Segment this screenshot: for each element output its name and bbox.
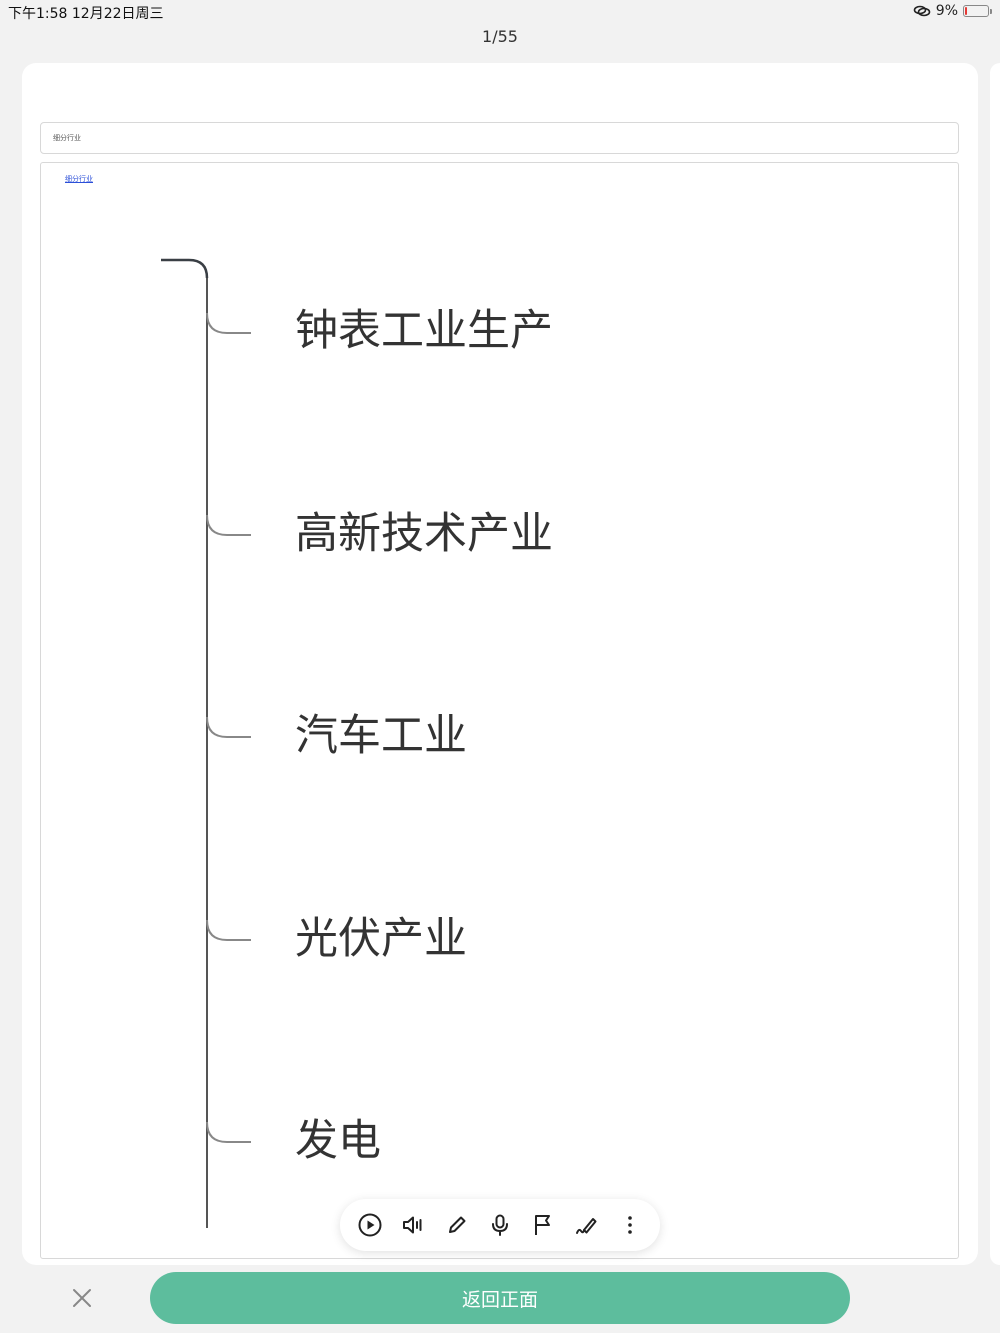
status-time: 下午1:58 12月22日周三 — [8, 6, 164, 22]
speaker-icon — [403, 1216, 422, 1234]
mindmap-connectors — [161, 258, 251, 1228]
status-indicators: 9% — [913, 3, 992, 19]
flashcard: 细分行业 细分行业 钟表工业生产 高新技术产业 汽车工业 光伏产业 发电 — [22, 63, 978, 1265]
battery-icon — [963, 5, 989, 17]
battery-percent: 9% — [935, 3, 958, 19]
card-toolbar — [340, 1199, 660, 1251]
close-icon — [73, 1289, 91, 1307]
front-field-text: 细分行业 — [53, 134, 81, 142]
pencil-icon — [448, 1216, 466, 1233]
mindmap-branch-line-3 — [206, 716, 251, 738]
page-counter: 1/55 — [482, 27, 518, 46]
flag-icon — [535, 1215, 551, 1235]
mindmap-branch-line-5 — [206, 1121, 251, 1143]
close-button[interactable] — [66, 1282, 98, 1314]
status-bar: 下午1:58 12月22日周三 9% — [0, 0, 1000, 26]
mindmap: 钟表工业生产 高新技术产业 汽车工业 光伏产业 发电 — [41, 163, 958, 1258]
front-field: 细分行业 — [40, 122, 959, 154]
back-link[interactable]: 细分行业 — [65, 175, 93, 183]
next-card-edge — [990, 63, 1000, 1265]
mindmap-branch-2: 高新技术产业 — [295, 509, 553, 559]
back-field: 细分行业 钟表工业生产 高新技术产业 汽车工业 光伏产业 发电 — [40, 162, 959, 1259]
battery-level — [965, 7, 967, 15]
mindmap-branch-line-2 — [206, 514, 251, 536]
mindmap-branch-3: 汽车工业 — [295, 711, 467, 761]
mindmap-branch-4: 光伏产业 — [295, 914, 467, 964]
mindmap-branch-line-1 — [206, 312, 251, 334]
mindmap-branch-5: 发电 — [295, 1116, 381, 1166]
mindmap-root-stub — [161, 258, 209, 279]
play-icon — [358, 1213, 382, 1237]
edit-button[interactable] — [440, 1208, 474, 1242]
link-icon — [913, 5, 931, 17]
mindmap-branch-1: 钟表工业生产 — [295, 306, 553, 356]
play-button[interactable] — [353, 1208, 387, 1242]
battery-tip — [990, 8, 992, 14]
handwriting-button[interactable] — [570, 1208, 604, 1242]
microphone-icon — [491, 1214, 508, 1236]
flip-to-front-button[interactable]: 返回正面 — [150, 1272, 850, 1324]
handwriting-icon — [575, 1218, 597, 1234]
mindmap-branch-line-4 — [206, 919, 251, 941]
more-button[interactable] — [613, 1208, 647, 1242]
more-vertical-icon — [628, 1216, 633, 1234]
record-button[interactable] — [483, 1208, 517, 1242]
speaker-button[interactable] — [396, 1208, 430, 1242]
flag-button[interactable] — [526, 1208, 560, 1242]
